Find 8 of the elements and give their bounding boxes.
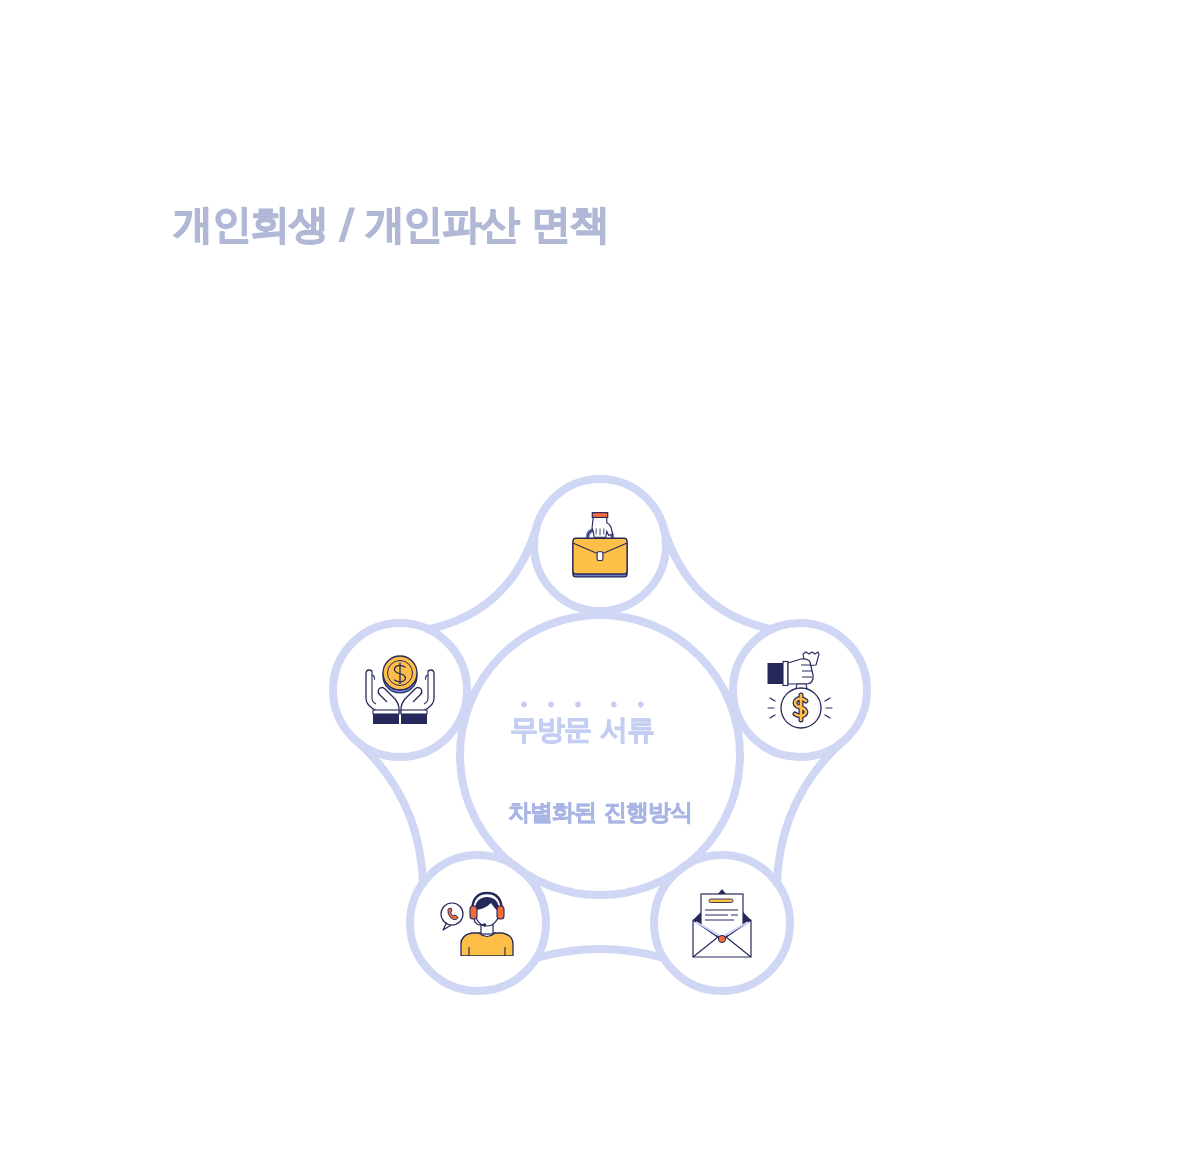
emphasized-heading: 무방문 서류 — [510, 712, 654, 748]
icon-circle — [406, 851, 550, 995]
icon-circle — [650, 851, 794, 995]
page-title: 개인회생 / 개인파산 면책 — [173, 200, 609, 249]
icon-circle — [329, 619, 471, 761]
icon-circle — [729, 619, 871, 761]
subheading-text: 차별화된 진행방식 — [506, 798, 694, 827]
icon-circle — [530, 475, 670, 615]
